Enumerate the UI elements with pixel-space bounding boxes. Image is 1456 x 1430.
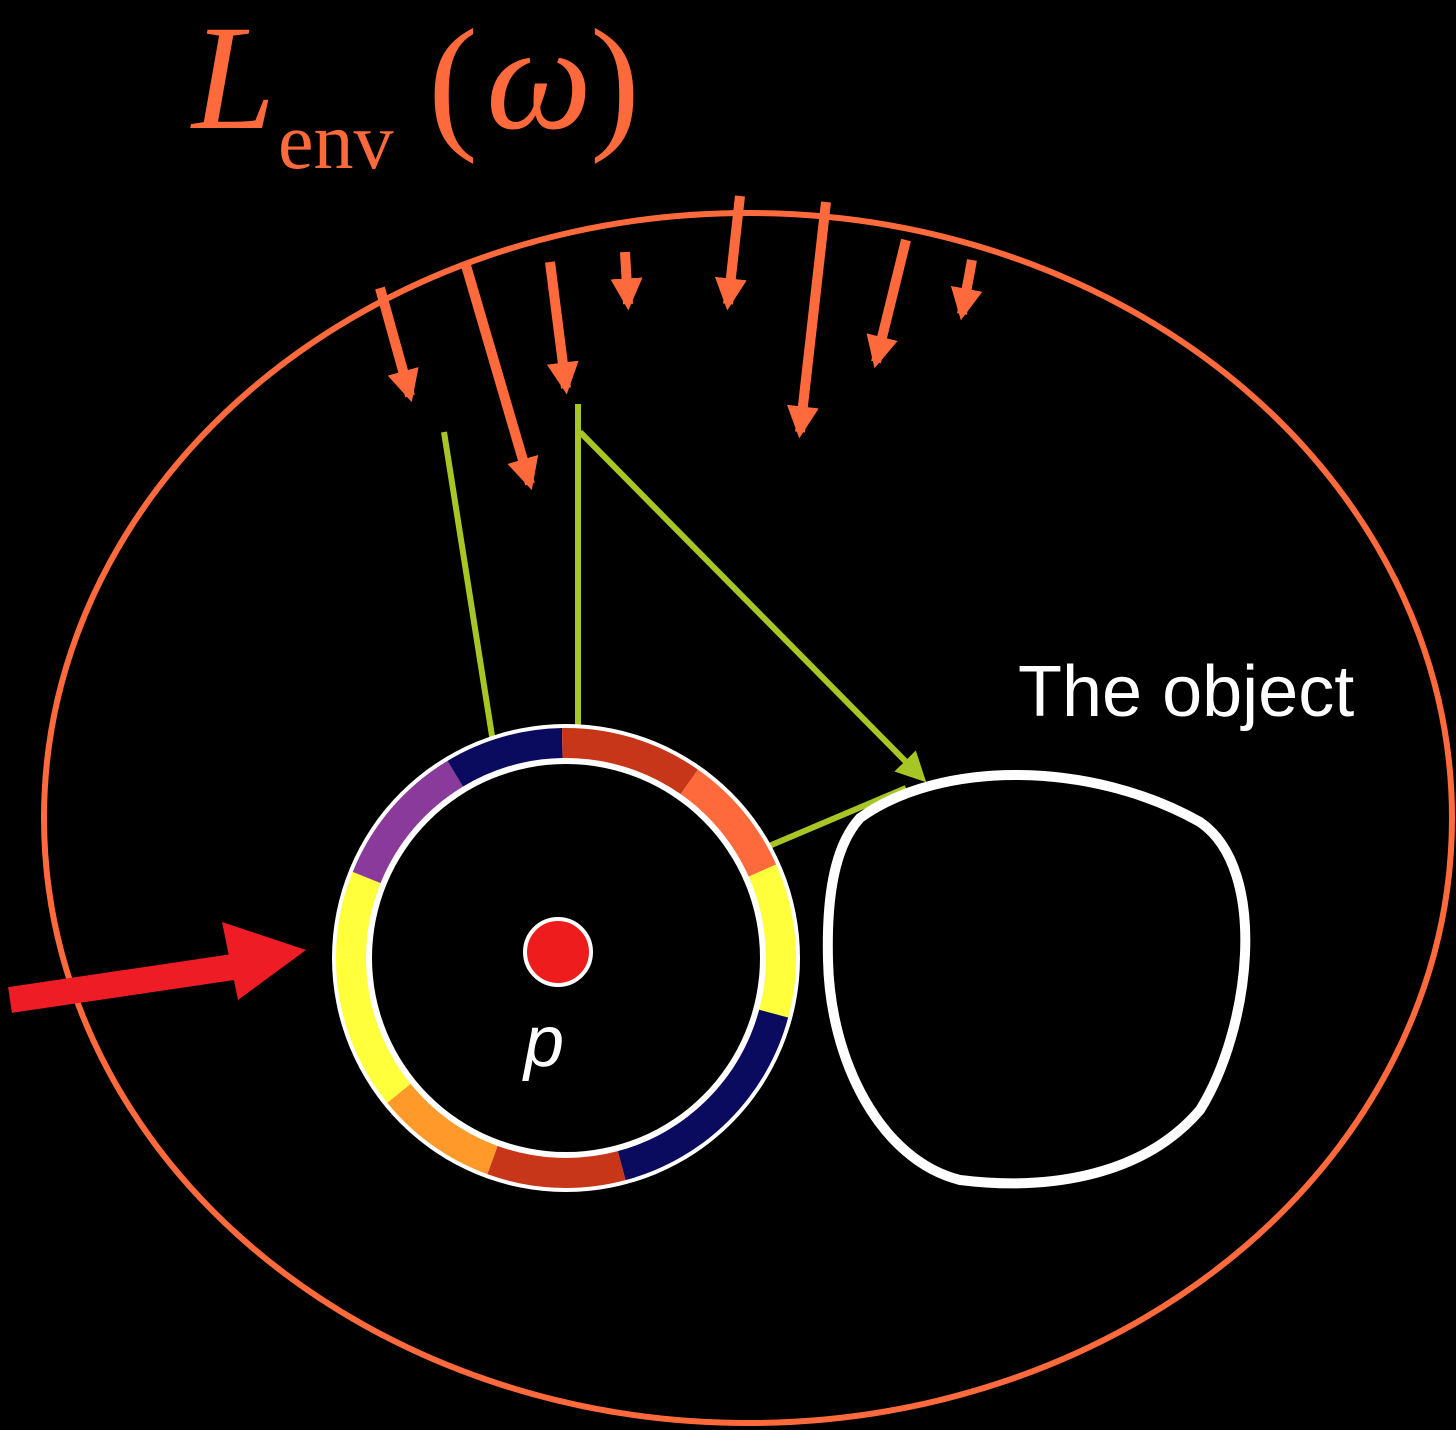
title-symbol: L	[190, 0, 275, 161]
point-label: p	[522, 1002, 564, 1082]
light-arrow	[545, 261, 579, 395]
pointer-arrow	[8, 922, 306, 1013]
pointer-arrow-shaft	[8, 953, 242, 1013]
light-arrow	[375, 286, 419, 403]
environment-light-title: L env ( ω )	[190, 0, 640, 186]
sphere-segment	[387, 1083, 498, 1175]
title-subscript: env	[278, 98, 394, 186]
light-arrow	[460, 260, 539, 491]
object-label: The object	[1018, 652, 1354, 732]
shading-point	[523, 917, 593, 987]
light-arrow	[714, 195, 747, 311]
light-arrow	[610, 251, 643, 311]
direct-ray	[441, 431, 510, 780]
sphere-color-segments	[335, 727, 797, 1188]
sphere-segment	[617, 1009, 789, 1181]
sphere-segment	[748, 864, 797, 1018]
sphere-segment	[561, 727, 698, 795]
ray-to-object	[577, 429, 927, 783]
title-open-paren: (	[428, 0, 478, 165]
sphere-segment	[336, 871, 381, 955]
sphere-segment	[352, 760, 463, 884]
environment-ellipse	[41, 210, 1455, 1426]
sphere-segment	[335, 953, 411, 1103]
light-arrow	[786, 201, 831, 439]
pointer-arrow-head	[222, 922, 306, 1000]
title-omega: ω	[486, 0, 592, 161]
sphere-segment	[447, 728, 563, 787]
title-close-paren: )	[590, 0, 640, 165]
light-arrow	[950, 259, 983, 321]
object-outline	[822, 770, 1251, 1189]
sphere-segment	[487, 1145, 626, 1188]
light-arrow	[866, 238, 911, 369]
incoming-light-arrows	[375, 195, 983, 491]
sphere-segment	[680, 769, 777, 877]
